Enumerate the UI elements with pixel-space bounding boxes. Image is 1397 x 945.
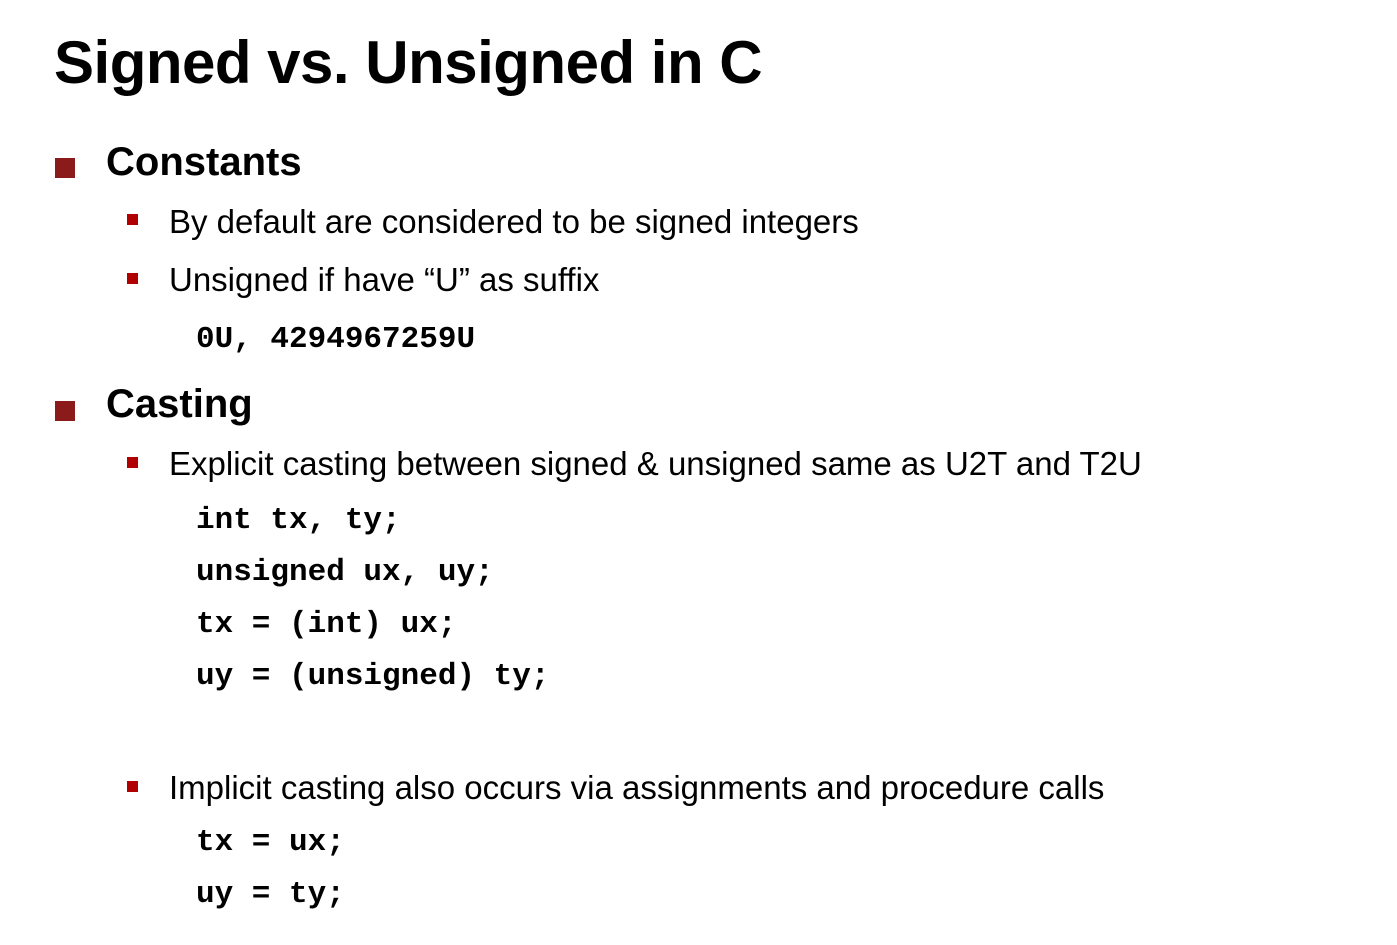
code-line: uy = ty; [196, 877, 345, 912]
code-line: tx = (int) ux; [196, 607, 457, 642]
item-bullet [127, 214, 138, 225]
item-text: Explicit casting between signed & unsign… [169, 445, 1142, 482]
code-line: 0U, 4294967259U [196, 322, 476, 357]
section-heading-casting: Casting [106, 382, 253, 426]
slide-title: Signed vs. Unsigned in C [54, 29, 763, 96]
section-bullet [55, 401, 75, 421]
item-text: Unsigned if have “U” as suffix [169, 261, 600, 298]
item-bullet [127, 273, 138, 284]
code-line: int tx, ty; [196, 503, 401, 538]
item-bullet [127, 457, 138, 468]
item-text: Implicit casting also occurs via assignm… [169, 769, 1105, 806]
code-line: tx = ux; [196, 825, 345, 860]
code-line: uy = (unsigned) ty; [196, 659, 550, 694]
code-line: unsigned ux, uy; [196, 555, 494, 590]
section-bullet [55, 158, 75, 178]
item-bullet [127, 781, 138, 792]
section-heading-constants: Constants [106, 140, 302, 184]
item-text: By default are considered to be signed i… [169, 203, 859, 240]
